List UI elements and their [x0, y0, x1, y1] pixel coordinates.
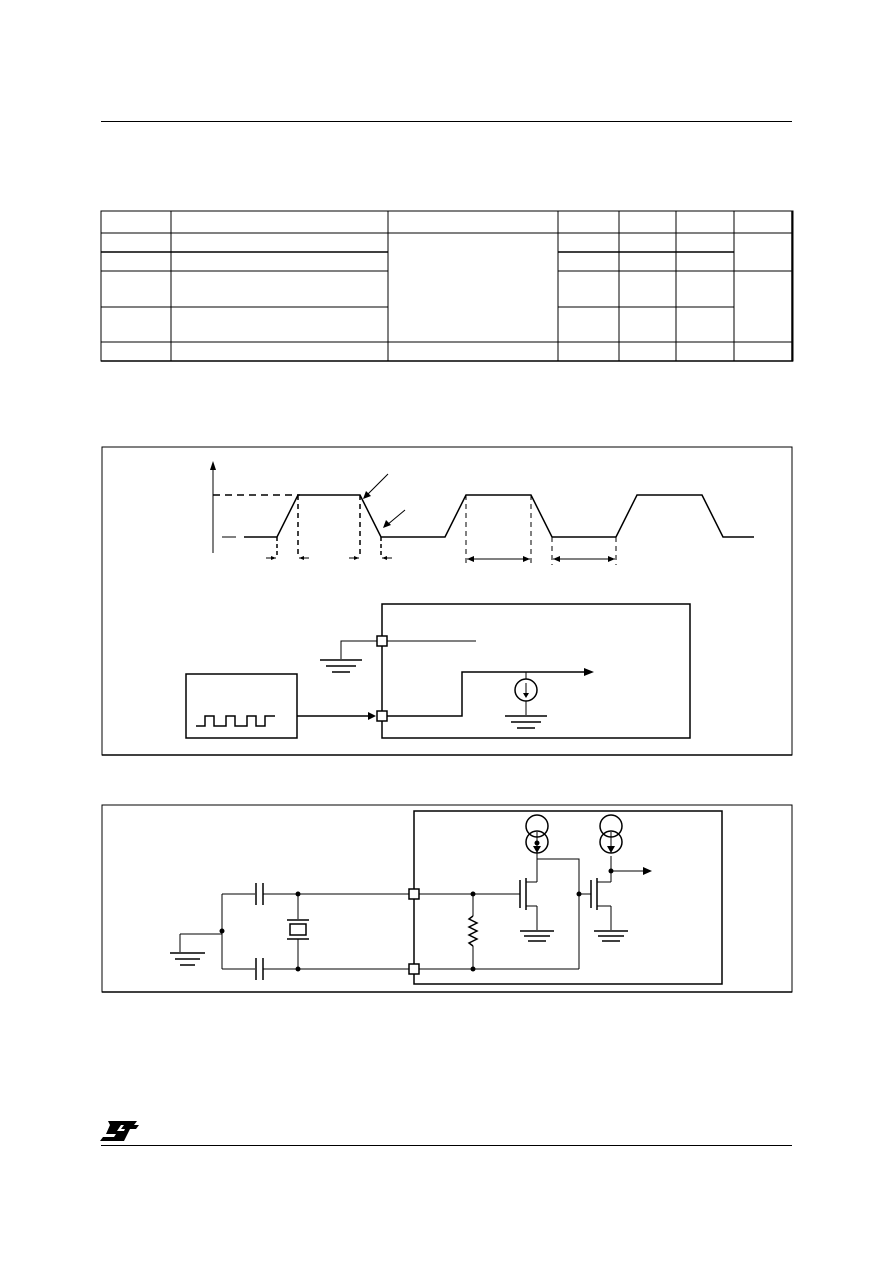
footer-rule: [101, 1145, 792, 1146]
spec-table: [100, 210, 794, 362]
crystal-oscillator: [170, 810, 723, 985]
device-box: [413, 810, 723, 985]
pulse-icon: [196, 715, 275, 727]
internal-signal-line: [387, 671, 588, 717]
header-rule: [101, 121, 792, 122]
pin-box: [376, 635, 388, 647]
pin-box: [408, 888, 420, 900]
figure-oscillator-frame: [101, 804, 793, 993]
pin-box: [408, 963, 420, 975]
figure-timing-frame: [101, 446, 793, 756]
callout-arrow: [365, 473, 389, 497]
pin-box: [376, 710, 388, 722]
pulse-generator-box: [185, 673, 298, 739]
output-arrow-icon: [643, 867, 652, 875]
waveform-line: [244, 494, 754, 538]
timing-waveform: [210, 461, 754, 565]
resistor-icon: [467, 915, 479, 947]
output-arrow-icon: [584, 668, 594, 676]
st-logo-icon: [100, 1121, 139, 1141]
axis-arrow-icon: [210, 461, 216, 470]
device-box: [381, 603, 691, 739]
callout-arrow: [386, 509, 406, 526]
test-circuit: [185, 603, 691, 739]
ground-wire: [340, 640, 377, 659]
